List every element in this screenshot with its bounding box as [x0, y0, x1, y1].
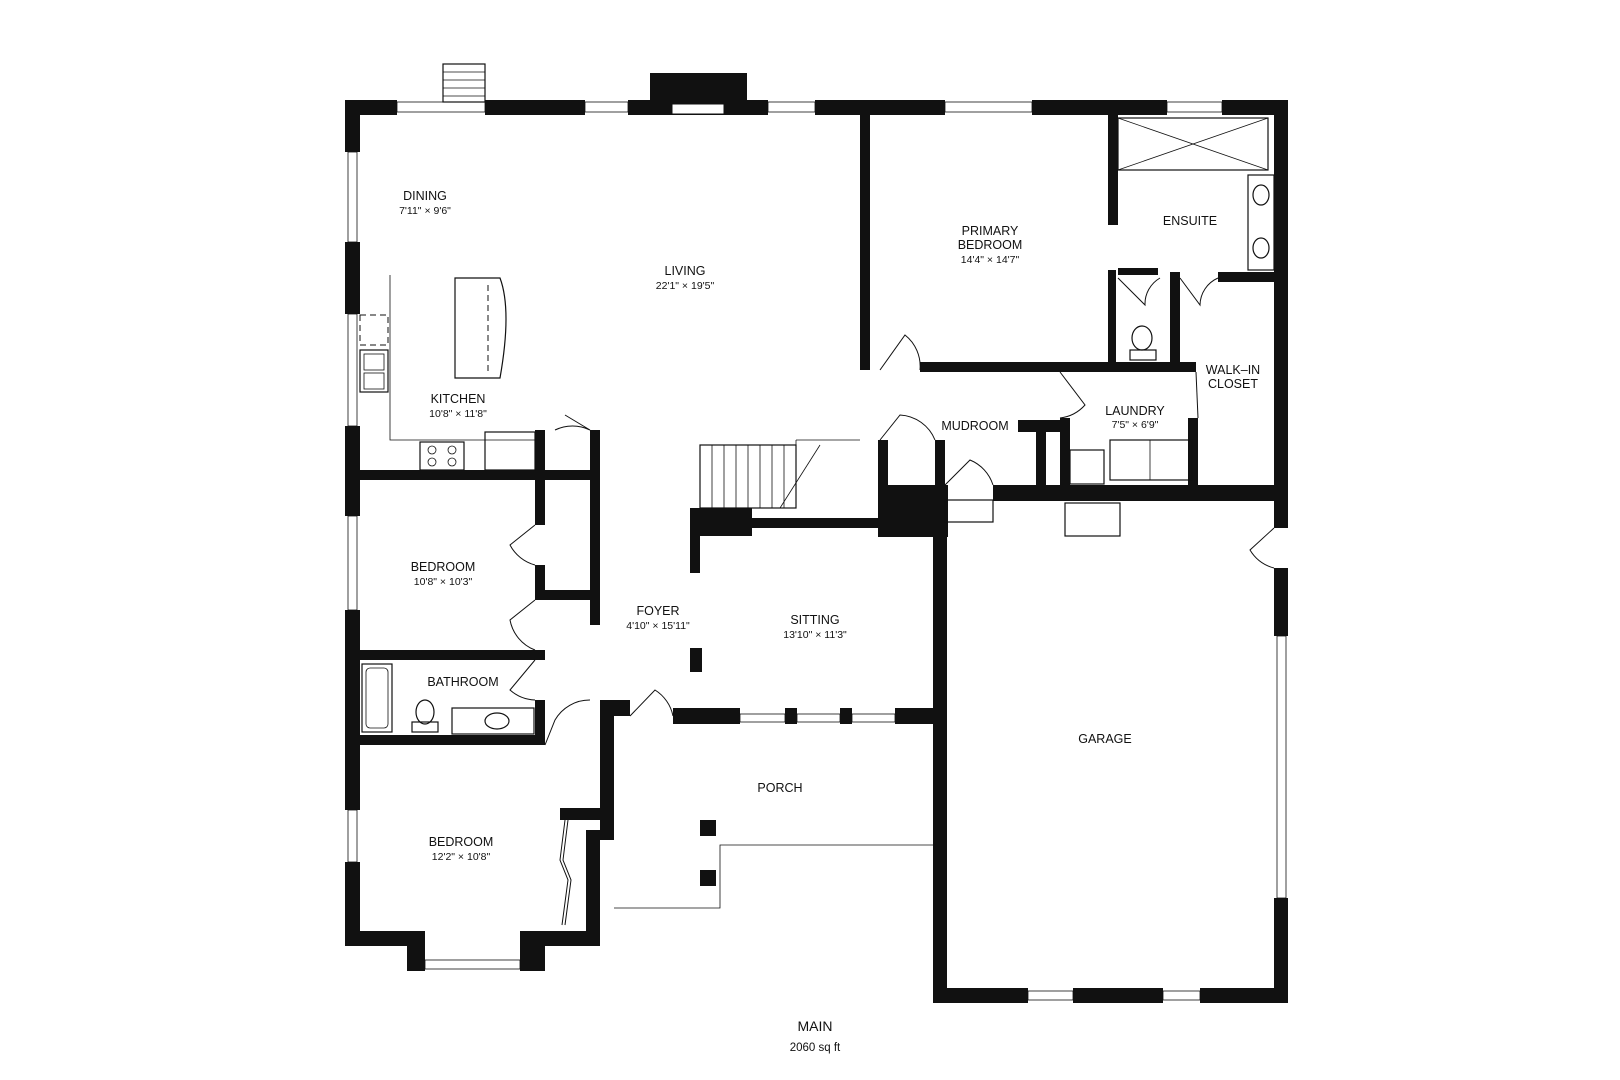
- floor-caption: MAIN 2060 sq ft: [790, 1018, 841, 1054]
- primary-bedroom-label-line1: PRIMARY: [962, 224, 1019, 238]
- kitchen-label: KITCHEN: [431, 392, 486, 406]
- porch: [614, 820, 933, 909]
- porch-label: PORCH: [757, 781, 802, 795]
- exterior-walls: [345, 73, 1288, 1003]
- laundry-dims: 7'5" × 6'9": [1112, 419, 1159, 431]
- sitting-label: SITTING: [790, 613, 839, 627]
- chimney: [442, 63, 725, 115]
- ensuite-label: ENSUITE: [1163, 214, 1217, 228]
- interior-walls: [360, 115, 1288, 840]
- room-labels: DINING 7'11" × 9'6" LIVING 22'1" × 19'5"…: [399, 189, 1260, 863]
- bathroom-fixtures: [361, 117, 1275, 735]
- bathroom-label: BATHROOM: [427, 675, 498, 689]
- dining-label: DINING: [403, 189, 447, 203]
- living-label: LIVING: [665, 264, 706, 278]
- bedroom-2-label: BEDROOM: [429, 835, 494, 849]
- primary-bedroom-label-line2: BEDROOM: [958, 238, 1023, 252]
- bedroom-2-dims: 12'2" × 10'8": [432, 851, 491, 863]
- kitchen-dims: 10'8" × 11'8": [429, 408, 487, 420]
- floor-name: MAIN: [798, 1018, 833, 1034]
- dining-dims: 7'11" × 9'6": [399, 205, 451, 217]
- bedroom-1-dims: 10'8" × 10'3": [414, 576, 473, 588]
- windows: [347, 101, 1287, 1001]
- sitting-dims: 13'10" × 11'3": [783, 629, 847, 641]
- foyer-label: FOYER: [636, 604, 679, 618]
- garage-label: GARAGE: [1078, 732, 1132, 746]
- walk-in-closet-label-line1: WALK–IN: [1206, 363, 1260, 377]
- kitchen-fixtures: [359, 275, 536, 471]
- primary-bedroom-dims: 14'4" × 14'7": [961, 254, 1020, 266]
- walk-in-closet-label-line2: CLOSET: [1208, 377, 1258, 391]
- mudroom-label: MUDROOM: [941, 419, 1008, 433]
- bedroom-1-label: BEDROOM: [411, 560, 476, 574]
- staircase: [699, 439, 860, 509]
- laundry-label: LAUNDRY: [1105, 404, 1165, 418]
- floor-area: 2060 sq ft: [790, 1042, 841, 1054]
- living-dims: 22'1" × 19'5": [656, 280, 715, 292]
- foyer-dims: 4'10" × 15'11": [626, 620, 690, 632]
- doors: [509, 277, 1275, 926]
